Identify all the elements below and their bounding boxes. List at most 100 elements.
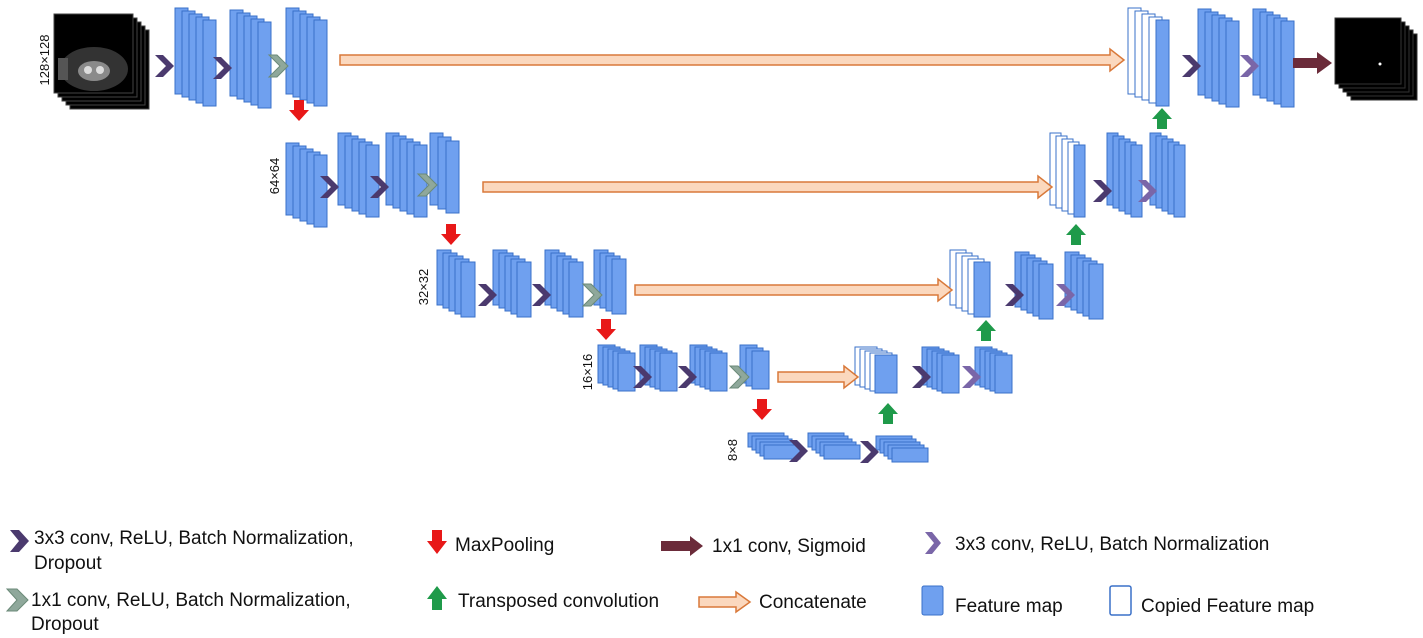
- mask-dot: [1378, 62, 1382, 66]
- dec2-block3: [1149, 132, 1186, 218]
- feature-map: [1155, 19, 1170, 107]
- feature-map: [823, 444, 861, 460]
- conv-dropout-icon: [678, 366, 697, 388]
- conv-dropout-icon: [532, 284, 551, 306]
- conv-dropout-icon: [860, 441, 879, 463]
- maxpool-legend-icon: [427, 530, 447, 554]
- legend-sigmoid-label: 1x1 conv, Sigmoid: [712, 536, 866, 557]
- concat-legend-icon: [698, 590, 752, 614]
- ct-bone-right: [96, 66, 104, 74]
- bottleneck-block1: [747, 432, 801, 460]
- enc2-block3: [385, 132, 428, 218]
- dec2-block2: [1106, 132, 1143, 218]
- legend-conv-plain-label: 3x3 conv, ReLU, Batch Normalization: [955, 534, 1270, 555]
- dec2-concat-stack: [1049, 132, 1086, 218]
- ct-scan-table: [58, 58, 68, 80]
- feature-map: [1073, 144, 1086, 218]
- conv-dropout-icon: [155, 55, 174, 77]
- feature-map: [516, 261, 532, 318]
- maxpool-icon: [752, 399, 772, 420]
- feature-map: [257, 21, 272, 109]
- resolution-label-16: 16×16: [580, 354, 595, 391]
- conv-1x1-icon: [267, 54, 289, 78]
- legend-maxpool-label: MaxPooling: [455, 535, 555, 556]
- conv-plain-icon: [1138, 180, 1157, 202]
- dec4-concat-stack: [854, 346, 898, 394]
- conv-plain-icon: [962, 366, 981, 388]
- feature-map: [659, 352, 678, 392]
- maxpool-icon: [596, 319, 616, 340]
- feature-map: [611, 258, 627, 315]
- upconv-legend-icon: [427, 586, 447, 610]
- feature-map: [1280, 20, 1295, 108]
- sigmoid-legend-icon: [661, 536, 703, 556]
- sigmoid-arrow-icon: [1293, 52, 1332, 74]
- conv-dropout-icon: [478, 284, 497, 306]
- feature-map: [460, 261, 476, 318]
- feature-map: [617, 352, 636, 392]
- legend-conv-1x1-label-line2: Dropout: [31, 614, 99, 635]
- concat-arrow-3: [634, 277, 954, 303]
- maxpool-icon: [289, 100, 309, 121]
- enc2-block1: [285, 142, 328, 228]
- feature-map: [313, 19, 328, 107]
- legend-conv-dropout-label: 3x3 conv, ReLU, Batch Normalization,: [34, 528, 354, 549]
- upconv-icon: [1152, 108, 1172, 129]
- legend-copied-feature-map-label: Copied Feature map: [1141, 596, 1315, 617]
- feature-map: [1225, 20, 1240, 108]
- conv-plain-icon: [1056, 284, 1075, 306]
- conv-1x1-icon: [581, 283, 603, 307]
- enc3-block4: [593, 249, 627, 315]
- feature-map: [891, 447, 929, 463]
- ct-bone-left: [84, 66, 92, 74]
- feature-map: [1088, 263, 1104, 320]
- enc4-block2: [639, 344, 678, 392]
- concat-arrow-2: [482, 174, 1054, 200]
- conv-dropout-icon: [912, 366, 931, 388]
- feature-map: [1173, 144, 1186, 218]
- conv-dropout-icon: [370, 176, 389, 198]
- enc1-block2: [229, 9, 272, 109]
- conv-plain-legend-icon: [925, 532, 941, 554]
- enc1-block1: [174, 7, 217, 107]
- bottleneck-block2: [807, 432, 861, 460]
- dec4-block2: [921, 346, 960, 394]
- copied-feature-map-legend-icon: [1109, 585, 1132, 616]
- dec1-block3: [1252, 8, 1295, 108]
- conv-1x1-icon: [416, 173, 438, 197]
- ct-organ: [78, 61, 110, 81]
- legend-conv-dropout-label-line2: Dropout: [34, 553, 102, 574]
- resolution-label-64: 64×64: [267, 158, 282, 195]
- conv-1x1-icon: [728, 365, 750, 389]
- conv-dropout-icon: [213, 57, 232, 79]
- conv-dropout-icon: [1093, 180, 1112, 202]
- feature-map: [994, 354, 1013, 394]
- dec3-concat-stack: [949, 249, 991, 318]
- feature-map: [568, 261, 584, 318]
- bottleneck-block3: [875, 435, 929, 463]
- upconv-icon: [878, 403, 898, 424]
- feature-map: [202, 19, 217, 107]
- enc3-block3: [544, 249, 584, 318]
- enc4-block3: [689, 344, 728, 392]
- legend-feature-map-label: Feature map: [955, 596, 1063, 617]
- dec4-block3: [974, 346, 1013, 394]
- legend-upconv-label: Transposed convolution: [458, 591, 660, 612]
- resolution-label-8: 8×8: [725, 439, 740, 461]
- conv-dropout-icon: [320, 176, 339, 198]
- conv-dropout-icon: [1182, 55, 1201, 77]
- feature-map: [751, 350, 770, 390]
- resolution-label-128: 128×128: [37, 35, 52, 86]
- feature-map: [973, 261, 991, 318]
- legend-conv-1x1-label: 1x1 conv, ReLU, Batch Normalization,: [31, 590, 351, 611]
- conv-dropout-icon: [1005, 284, 1024, 306]
- upconv-icon: [976, 320, 996, 341]
- enc1-block3: [285, 7, 328, 107]
- conv-dropout-legend-icon: [10, 530, 29, 552]
- conv-1x1-legend-icon: [5, 588, 29, 612]
- dec3-block2: [1014, 251, 1054, 320]
- legend-concat-label: Concatenate: [759, 592, 867, 613]
- dec3-block3: [1064, 251, 1104, 320]
- output-mask-stack: [1334, 17, 1418, 101]
- conv-dropout-icon: [789, 440, 808, 462]
